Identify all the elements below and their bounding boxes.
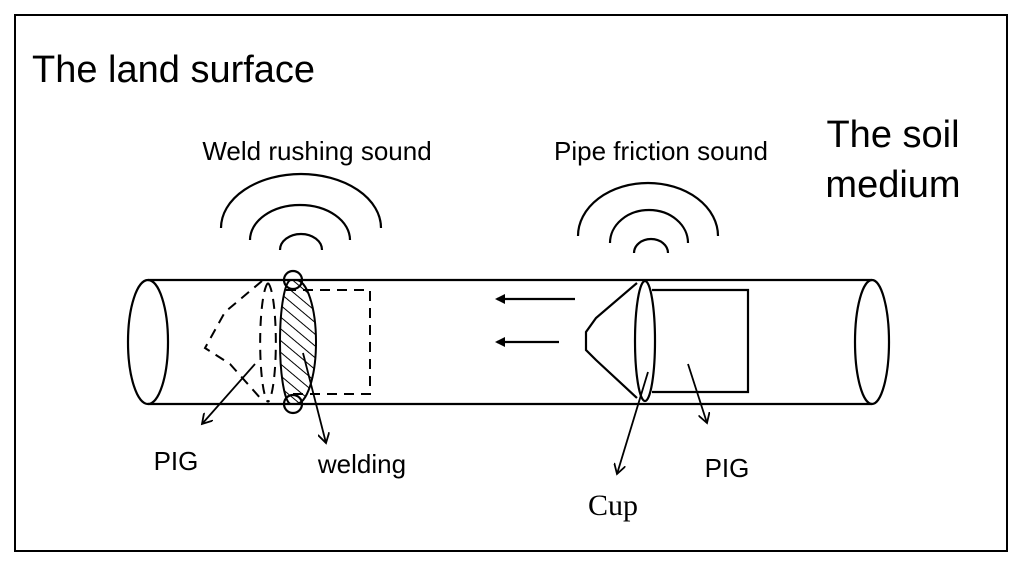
weld-sound-waves-icon	[219, 172, 383, 251]
weld-bead-top	[282, 269, 304, 291]
pig-left-dashed	[203, 280, 371, 403]
cup-leader	[617, 371, 649, 474]
weld-bead-bottom	[282, 393, 304, 415]
pig-left-leader	[202, 363, 256, 424]
soil-medium-label-line1: The soil	[826, 114, 959, 156]
weld-sound-label: Weld rushing sound	[202, 136, 431, 166]
weld-seam	[279, 269, 317, 415]
friction-sound-label: Pipe friction sound	[554, 136, 768, 166]
pig-cup	[633, 279, 657, 403]
cup-label: Cup	[588, 489, 638, 522]
friction-sound-waves-icon	[576, 181, 720, 254]
soil-medium-label-line2: medium	[825, 164, 960, 206]
pig-right-leader	[687, 363, 707, 423]
welding-leader	[302, 352, 326, 443]
pig-right	[584, 279, 750, 403]
land-surface-label: The land surface	[32, 49, 315, 91]
pipe	[126, 278, 891, 406]
pipe-right-end	[853, 278, 891, 406]
welding-label: welding	[317, 449, 406, 479]
pig-left-label: PIG	[154, 446, 199, 476]
pipe-left-end	[126, 278, 170, 406]
diagram-frame	[14, 14, 1008, 552]
pig-right-label: PIG	[705, 453, 750, 483]
